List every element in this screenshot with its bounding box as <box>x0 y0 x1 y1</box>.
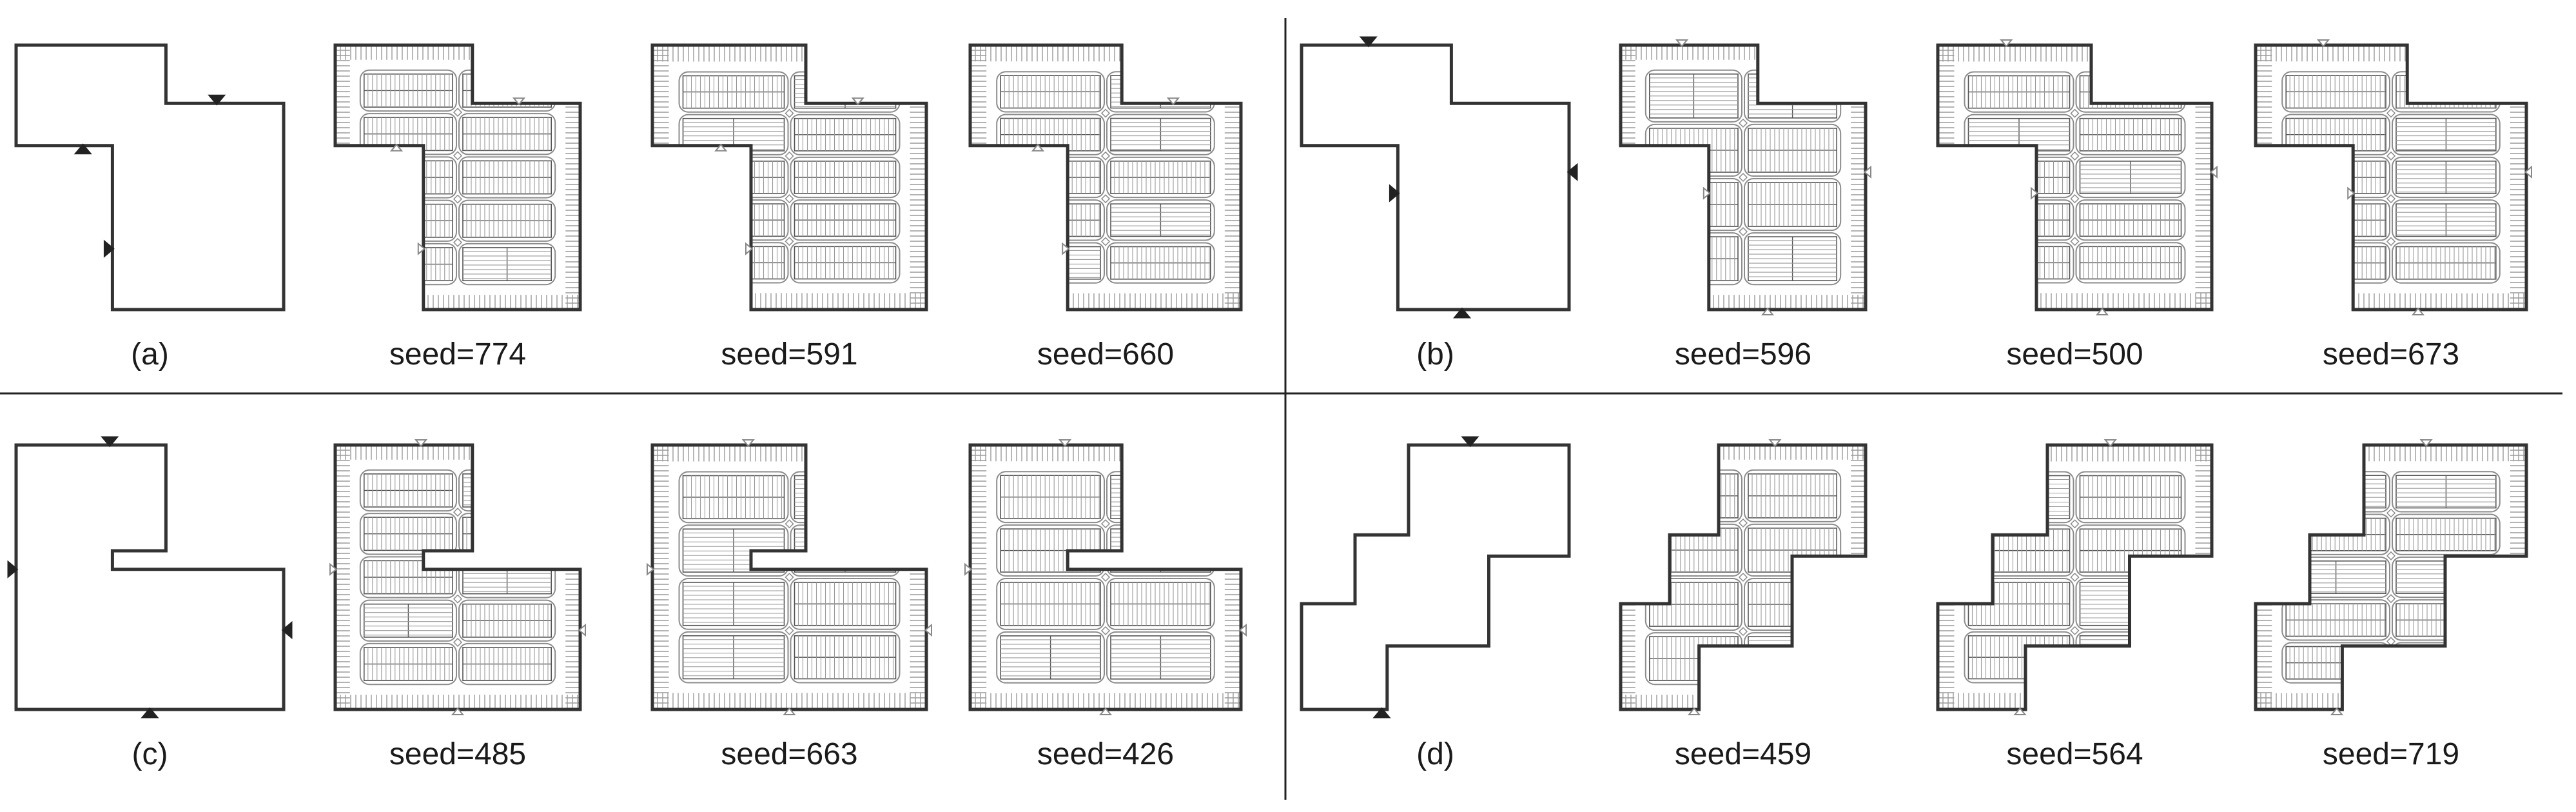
entrance-marker <box>208 94 226 106</box>
entrance-marker <box>2524 165 2532 179</box>
entrance-marker <box>329 562 338 576</box>
entrance-marker <box>783 707 796 715</box>
entrance-marker <box>741 439 755 448</box>
entrance-marker <box>101 436 119 448</box>
entrance-marker <box>2103 439 2117 448</box>
seed-caption: seed=774 <box>389 337 526 371</box>
entrance-marker <box>1452 307 1472 319</box>
entrance-marker <box>1372 707 1391 718</box>
seed-caption: seed=663 <box>721 737 857 771</box>
panel-label: (c) <box>132 737 168 771</box>
site-outline <box>7 436 293 718</box>
seed-caption: seed=564 <box>2006 737 2143 771</box>
entrance-marker <box>1238 623 1247 637</box>
entrance-marker <box>1359 36 1378 48</box>
parking-layout <box>647 439 932 715</box>
panel-label: (a) <box>131 337 169 371</box>
seed-caption: seed=596 <box>1675 337 1811 371</box>
panel-label: (b) <box>1416 337 1454 371</box>
entrance-marker <box>2013 707 2027 715</box>
entrance-marker <box>1687 707 1701 715</box>
entrance-marker <box>578 623 586 637</box>
entrance-marker <box>745 242 754 255</box>
entrance-marker <box>1761 307 1775 315</box>
entrance-marker <box>414 439 428 448</box>
entrance-marker <box>2095 307 2109 315</box>
entrance-marker <box>2000 39 2013 48</box>
entrance-marker <box>2419 439 2433 448</box>
entrance-marker <box>281 620 293 640</box>
site-outline <box>14 43 286 312</box>
entrance-marker <box>714 143 728 152</box>
entrance-marker <box>1098 707 1113 715</box>
entrance-marker <box>1768 439 1782 448</box>
entrance-marker <box>1566 163 1578 181</box>
seed-caption: seed=459 <box>1675 737 1811 771</box>
entrance-marker <box>389 143 404 152</box>
entrance-marker <box>851 97 864 106</box>
seed-caption: seed=500 <box>2006 337 2143 371</box>
seed-caption: seed=660 <box>1037 337 1174 371</box>
seed-caption: seed=426 <box>1037 737 1174 771</box>
entrance-marker <box>1675 39 1689 48</box>
entrance-marker <box>73 143 92 155</box>
seed-caption: seed=485 <box>389 737 526 771</box>
entrance-marker <box>1863 165 1871 179</box>
entrance-marker <box>512 97 526 106</box>
entrance-marker <box>7 560 19 579</box>
site-outline <box>1300 36 1578 319</box>
entrance-marker <box>964 562 973 576</box>
entrance-marker <box>2330 707 2344 715</box>
entrance-marker <box>1166 97 1180 106</box>
parking-layout <box>1936 39 2218 315</box>
entrance-marker <box>1062 242 1070 255</box>
entrance-marker <box>2411 307 2425 315</box>
entrance-marker <box>1461 436 1479 448</box>
entrance-marker <box>1031 143 1045 152</box>
entrance-marker <box>1058 439 1072 448</box>
entrance-marker <box>103 239 115 258</box>
panel-label: (d) <box>1416 737 1454 771</box>
entrance-marker <box>2316 39 2330 48</box>
seed-caption: seed=591 <box>721 337 857 371</box>
entrance-marker <box>141 707 159 718</box>
entrance-marker <box>924 623 932 637</box>
entrance-marker <box>2347 186 2356 200</box>
entrance-marker <box>647 562 655 576</box>
entrance-marker <box>2209 165 2218 179</box>
entrance-marker <box>1703 186 1711 200</box>
entrance-marker <box>451 707 465 715</box>
seed-caption: seed=719 <box>2323 737 2459 771</box>
site-outline <box>1300 436 1571 718</box>
entrance-marker <box>417 242 425 255</box>
entrance-marker <box>1389 184 1400 203</box>
seed-caption: seed=673 <box>2323 337 2459 371</box>
entrance-marker <box>2031 186 2039 200</box>
